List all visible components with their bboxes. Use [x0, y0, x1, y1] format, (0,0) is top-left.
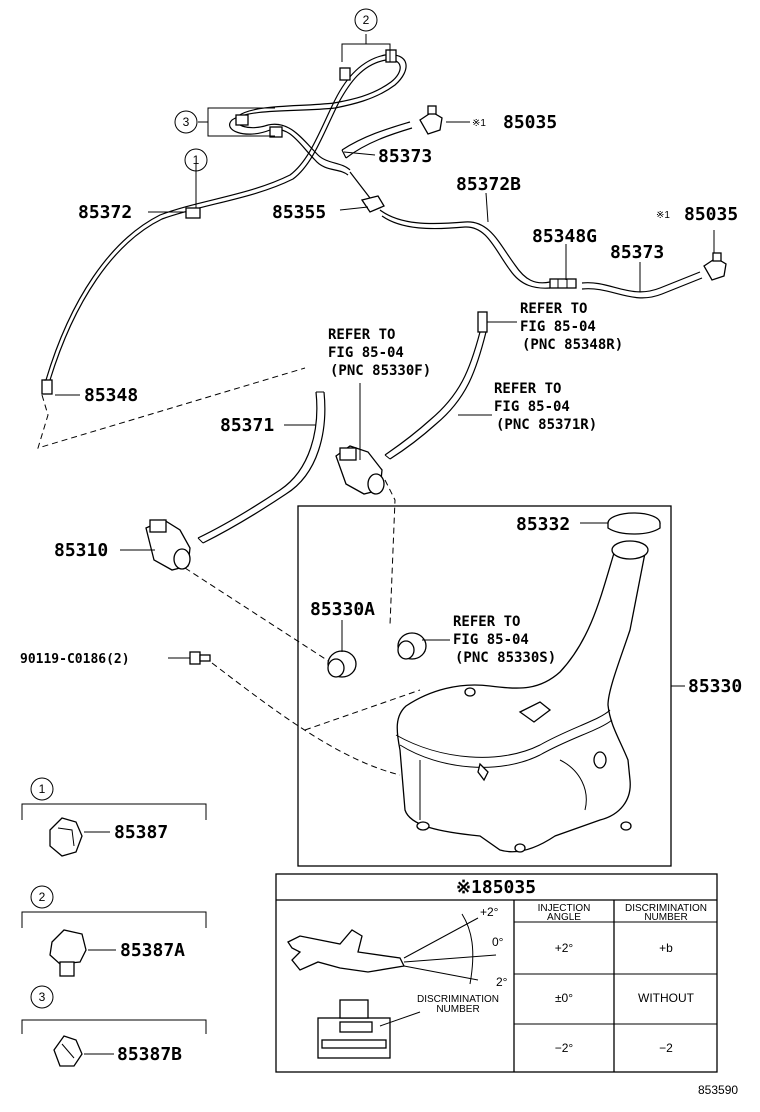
pump-85310 — [145, 519, 191, 571]
clip-legend-1: 1 85387 — [21, 777, 207, 857]
disc-label-1: DISCRIMINATION — [417, 994, 499, 1005]
svg-text:REFER TO: REFER TO — [494, 381, 561, 397]
label-85355: 85355 — [272, 202, 326, 223]
label-85387B: 85387B — [117, 1044, 182, 1065]
svg-text:(PNC 85330S): (PNC 85330S) — [455, 650, 556, 666]
row1-disc: +b — [659, 941, 673, 955]
svg-text:1: 1 — [193, 153, 200, 167]
nozzle-spec-table: ※185035 INJECTION ANGLE DISCRIMINATION N… — [275, 873, 718, 1073]
grommet-85330S — [397, 632, 427, 660]
svg-text:REFER TO: REFER TO — [328, 327, 395, 343]
nozzle-85035-top — [419, 105, 443, 135]
label-85330A: 85330A — [310, 599, 375, 620]
header-disc-number-1: DISCRIMINATION — [625, 903, 707, 914]
angle-minus2: 2° — [496, 975, 508, 989]
cap-85332 — [607, 512, 661, 535]
reference-85371R: REFER TO FIG 85-04 (PNC 85371R) — [494, 381, 597, 433]
svg-text:REFER TO: REFER TO — [453, 614, 520, 630]
svg-text:FIG 85-04: FIG 85-04 — [328, 345, 404, 361]
upper-hose-assembly — [41, 49, 727, 395]
svg-text:2: 2 — [39, 890, 46, 904]
label-85348G: 85348G — [532, 226, 597, 247]
header-disc-number-2: NUMBER — [644, 912, 687, 923]
row2-angle: ±0° — [555, 991, 573, 1005]
label-85035-top: 85035 — [503, 112, 557, 133]
label-85332: 85332 — [516, 514, 570, 535]
reference-85348R: REFER TO FIG 85-04 (PNC 85348R) — [520, 301, 623, 353]
row1-angle: +2° — [555, 941, 574, 955]
svg-text:FIG 85-04: FIG 85-04 — [520, 319, 596, 335]
svg-text:3: 3 — [39, 990, 46, 1004]
washer-tank-85330 — [395, 540, 649, 853]
header-injection-angle-1: INJECTION — [538, 903, 591, 914]
svg-text:FIG 85-04: FIG 85-04 — [494, 399, 570, 415]
clip-legend-3: 3 85387B — [21, 985, 207, 1067]
callout-3-hose: 3 — [174, 110, 198, 134]
header-injection-angle-2: ANGLE — [547, 912, 581, 923]
bolt-90119 — [189, 651, 211, 665]
svg-text:2: 2 — [363, 13, 370, 27]
svg-text:3: 3 — [183, 115, 190, 129]
label-90119: 90119-C0186(2) — [20, 652, 130, 667]
svg-text:(PNC 85371R): (PNC 85371R) — [496, 417, 597, 433]
figure-id: 853590 — [698, 1083, 738, 1097]
star-mark-a: ※1 — [472, 118, 486, 129]
callout-1-hose: 1 — [184, 148, 208, 172]
label-85372: 85372 — [78, 202, 132, 223]
table-title: ※185035 — [456, 877, 536, 898]
angle-plus2: +2° — [480, 905, 499, 919]
label-85348: 85348 — [84, 385, 138, 406]
svg-text:1: 1 — [39, 782, 46, 796]
nozzle-85035-right — [703, 252, 727, 281]
label-85035-right: 85035 — [684, 204, 738, 225]
svg-text:FIG 85-04: FIG 85-04 — [453, 632, 529, 648]
pump-85330F — [335, 445, 385, 495]
clip-legend-2: 2 85387A — [21, 885, 207, 977]
row3-angle: −2° — [555, 1041, 574, 1055]
label-85330: 85330 — [688, 676, 742, 697]
reference-85330F: REFER TO FIG 85-04 (PNC 85330F) — [328, 327, 431, 379]
callout-2-hose: 2 — [354, 8, 378, 32]
label-85373-top: 85373 — [378, 146, 432, 167]
svg-text:(PNC 85348R): (PNC 85348R) — [522, 337, 623, 353]
label-85372B: 85372B — [456, 174, 521, 195]
grommet-85330A — [327, 650, 357, 678]
label-85387A: 85387A — [120, 940, 185, 961]
label-85310: 85310 — [54, 540, 108, 561]
label-85387: 85387 — [114, 822, 168, 843]
disc-label-2: NUMBER — [436, 1004, 479, 1015]
reference-85330S: REFER TO FIG 85-04 (PNC 85330S) — [453, 614, 556, 666]
label-85373-right: 85373 — [610, 242, 664, 263]
label-85371: 85371 — [220, 415, 274, 436]
row2-disc: WITHOUT — [638, 991, 695, 1005]
svg-text:(PNC 85330F): (PNC 85330F) — [330, 363, 431, 379]
star-mark-b: ※1 — [656, 210, 670, 221]
row3-disc: −2 — [659, 1041, 673, 1055]
svg-text:REFER TO: REFER TO — [520, 301, 587, 317]
angle-zero: 0° — [492, 935, 504, 949]
